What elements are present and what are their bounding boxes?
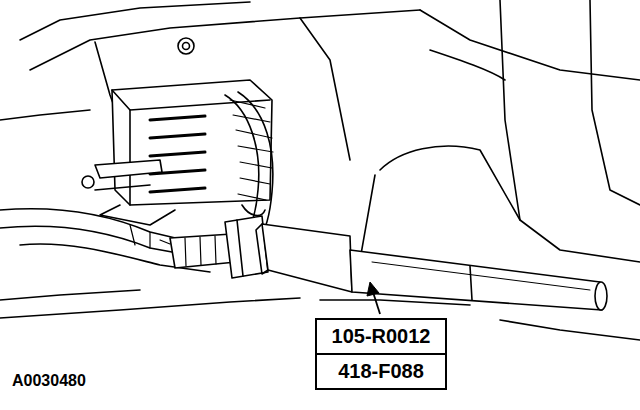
tool-number: 105-R0012 [332,325,431,348]
callout-box: 105-R0012 [315,318,447,355]
callout-box: 418-F088 [315,353,447,390]
leader-arrow [367,282,380,314]
figure-number: A0030480 [12,372,86,390]
tool-number: 418-F088 [338,360,424,383]
